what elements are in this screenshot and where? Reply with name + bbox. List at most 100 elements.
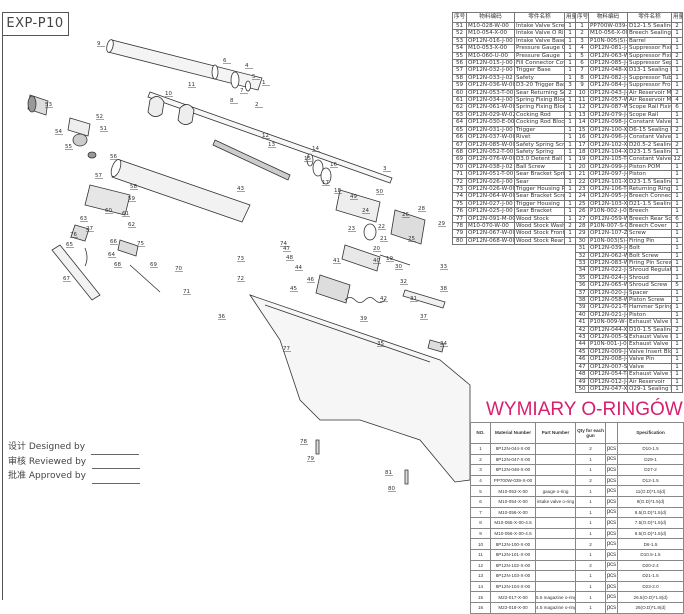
callout-69: 69 [150,262,157,268]
part-no: 43 [575,333,589,342]
callout-54: 54 [55,129,62,135]
quantity: 1 [671,110,683,120]
unit: pcs [605,474,618,487]
part-name: Sear Bracket Spring [514,170,565,179]
part-no: 70 [452,162,467,172]
unit: pcs [605,506,618,519]
callout-16: 16 [330,162,337,168]
quantity: 1 [671,273,683,283]
oring-no: 9 [470,527,491,540]
material-code: OP12N-076-W-00 [466,155,515,164]
part-name: D13-1 Sealing Ring [627,66,672,75]
part-no: 56 [452,59,467,68]
callout-27: 27 [86,226,93,232]
quantity: 6 [671,214,683,223]
reviewed-by-label: 审核 Reviewed by [8,456,87,467]
part-name: Trigger Base [514,66,565,75]
part-no: 71 [452,170,467,179]
part-name: D3.0 Detent Ball [514,155,565,164]
callout-38: 38 [440,286,447,292]
quantity: 1 [564,66,576,75]
part-no: 5 [575,51,589,61]
part-name: Suppressor Separation [627,59,672,68]
oring-no: 7 [470,506,491,519]
part-no: 69 [452,155,467,164]
callout-63: 63 [80,216,87,222]
callout-42: 42 [380,296,387,302]
oring-no: 5 [470,485,491,497]
material-code: OP12N-027-J-00 [466,199,515,209]
header-name: 零件名称 [514,12,565,23]
callout-44: 44 [295,265,302,271]
material-code: M10-028-W-00 [466,21,515,31]
specification: D27-2 [617,464,684,476]
part-name: Suppressor Fixing Set [627,44,672,53]
qty: 1 [575,548,606,561]
part-no: 4 [575,44,589,53]
material-number: 8P12N-044-X-00 [490,443,536,455]
part-number: 5.5 magazine o-ring [535,591,576,603]
part-name: Shroud Regulating Nut [627,266,672,275]
part-name: Valve [627,362,672,372]
callout-29: 29 [438,221,445,227]
callout-66: 66 [110,239,117,245]
part-name: Safety [514,73,565,83]
callout-18: 18 [334,188,341,194]
stock-screw-part [315,439,320,455]
intake-valve-parts [27,94,97,159]
part-no: 78 [452,221,467,231]
quantity: 1 [671,296,683,305]
approval-block: 设计 Designed by 审核 Reviewed by 批准 Approve… [8,440,141,484]
callout-64: 64 [108,252,115,258]
part-no: 20 [575,162,589,172]
callout-31: 31 [410,296,417,302]
quantity: 1 [671,288,683,298]
quantity: 1 [564,118,576,127]
suppressor-tube-part [106,39,263,91]
callout-75: 75 [137,241,144,247]
part-name: D3-20 Trigger Base Pin [514,81,565,90]
quantity: 1 [564,140,576,149]
part-name: Air Reservoir Mount [627,88,672,98]
quantity: 1 [671,318,683,327]
part-no: 75 [452,199,467,209]
part-no: 33 [575,258,589,268]
quantity: 3 [564,81,576,90]
part-no: 3 [575,36,589,46]
part-no: 17 [575,140,589,149]
quantity: 1 [564,73,576,83]
part-no: 58 [452,73,467,83]
material-code: OP12N-058-W-00 [588,296,628,305]
quantity: 1 [671,66,683,75]
callout-77: 77 [283,346,290,352]
breech-parts [306,153,446,370]
part-no: 53 [452,36,467,46]
part-name: Safety Spring Screw [514,140,565,149]
material-code: OP12N-021-T-00 [588,303,628,312]
part-name: Exhaust Valve [627,340,672,349]
oring-no: 16 [470,601,491,614]
part-no: 19 [575,155,589,164]
part-number [535,506,576,519]
unit: pcs [605,538,618,550]
part-no: 55 [452,51,467,61]
part-name: Barrel [627,36,672,46]
material-code: OP12N-053-T-00 [466,88,515,98]
callout-47: 47 [283,246,290,252]
callout-67: 67 [63,276,70,282]
